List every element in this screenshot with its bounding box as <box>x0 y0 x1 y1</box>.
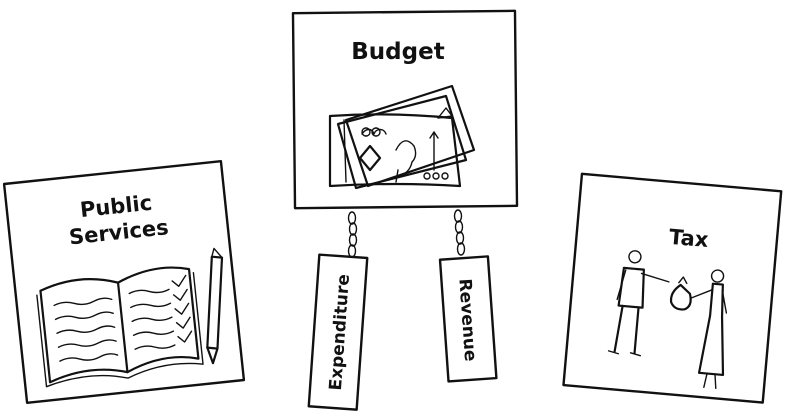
tax-card: Tax <box>562 172 783 404</box>
budget-title: Budget <box>351 39 444 65</box>
open-book-icon <box>36 266 204 388</box>
money-bag-icon <box>669 276 692 311</box>
banknotes-icon <box>328 84 476 190</box>
man-figure-icon <box>607 250 670 357</box>
budget-card: Budget <box>291 9 519 210</box>
public-services-card: Public Services <box>2 160 246 404</box>
woman-figure-icon <box>690 269 728 390</box>
chain-left <box>347 211 358 258</box>
chain-right <box>453 209 466 256</box>
pencil-icon <box>206 247 224 365</box>
tax-title: Tax <box>668 225 710 252</box>
expenditure-tag: Expenditure <box>307 253 369 411</box>
revenue-tag: Revenue <box>438 255 498 383</box>
